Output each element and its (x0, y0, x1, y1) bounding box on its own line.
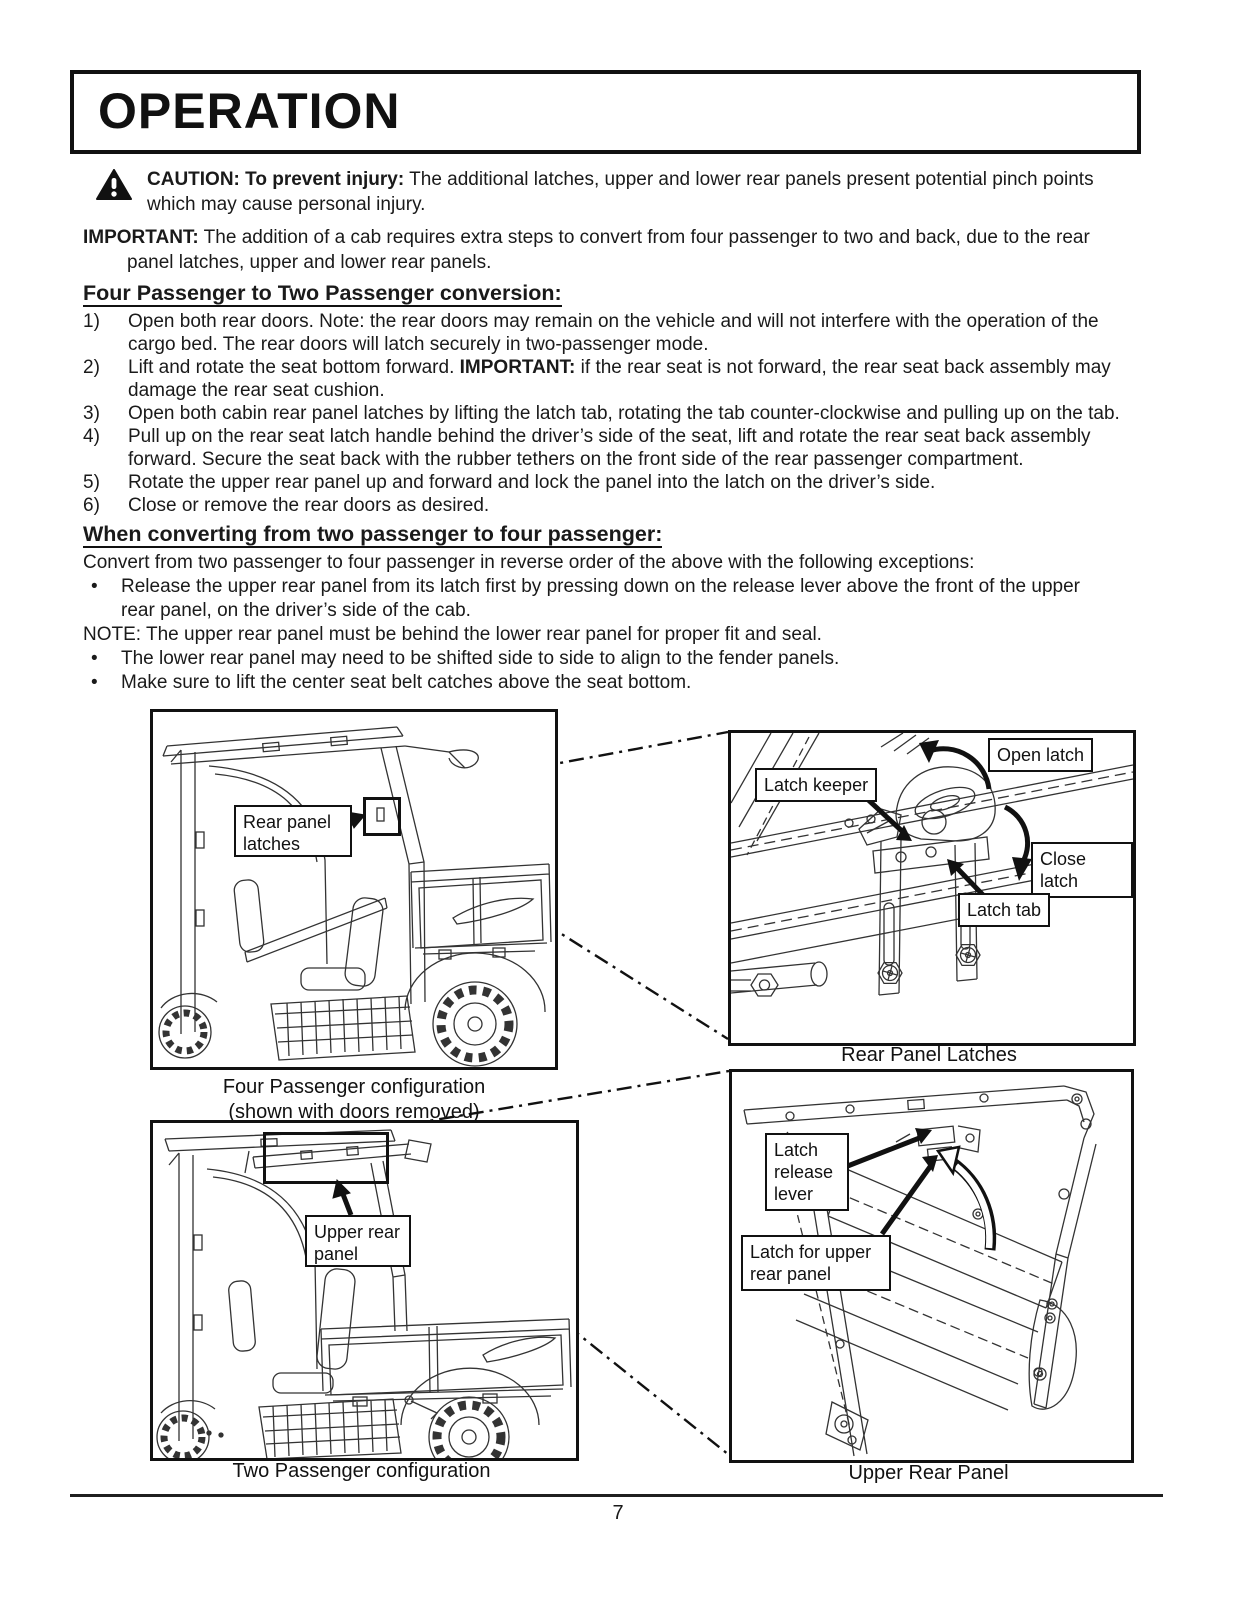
rear-panel-latch-drawing (731, 733, 1133, 997)
steps-list: 1) Open both rear doors. Note: the rear … (83, 310, 1236, 517)
warning-triangle-icon (95, 167, 133, 217)
step-text: Close or remove the rear doors as desire… (128, 495, 490, 516)
page-title: OPERATION (98, 83, 401, 139)
caution-bold: CAUTION: To prevent injury: (147, 169, 405, 190)
callout-upper-rear-panel: Upper rear panel (305, 1215, 411, 1267)
bullet-text: The lower rear panel may need to be shif… (121, 648, 840, 669)
step-number: 4) (83, 426, 100, 447)
note-text: NOTE: The upper rear panel must be behin… (83, 624, 822, 645)
title-box: OPERATION (70, 70, 1141, 154)
step-number: 6) (83, 495, 100, 516)
step-number: 1) (83, 311, 100, 332)
section-heading-four-to-two: Four Passenger to Two Passenger conversi… (83, 281, 562, 307)
footer-rule (70, 1494, 1163, 1497)
step-item-4: 4) Pull up on the rear seat latch handle… (83, 425, 1236, 471)
step-item-2: 2) Lift and rotate the seat bottom forwa… (83, 356, 1236, 402)
step-item-1: 1) Open both rear doors. Note: the rear … (83, 310, 1236, 356)
bullet-icon (83, 575, 121, 623)
callout-latch-keeper: Latch keeper (755, 768, 878, 802)
figure-rear-panel-latches: Latch keeper Open latch Close latch Latc… (728, 730, 1136, 1046)
callout-latch-for-upper-rear-panel: Latch for upper rear panel (741, 1235, 891, 1291)
bullet-text: Make sure to lift the center seat belt c… (121, 672, 692, 693)
figure-upper-rear-panel: Latch release lever Latch for upper rear… (729, 1069, 1134, 1463)
two-passenger-vehicle-drawing (156, 1129, 572, 1458)
bullet-item-2: The lower rear panel may need to be shif… (83, 647, 1236, 671)
step-text: Lift and rotate the seat bottom forward.… (128, 357, 1111, 401)
step-number: 5) (83, 472, 100, 493)
section-heading-two-to-four: When converting from two passenger to fo… (83, 522, 663, 548)
figure-caption-two-passenger: Two Passenger configuration (232, 1460, 491, 1482)
upper-rear-panel-marker (263, 1132, 389, 1184)
figure-caption-upper-rear-panel: Upper Rear Panel (848, 1462, 1009, 1484)
intro-text: Convert from two passenger to four passe… (83, 552, 975, 573)
bullet-text: Release the upper rear panel from its la… (121, 576, 1080, 621)
bullet-item-3: Make sure to lift the center seat belt c… (83, 671, 1236, 695)
latch-location-marker (363, 797, 401, 836)
callout-latch-release-lever: Latch release lever (765, 1133, 849, 1211)
bullet-icon (83, 647, 121, 671)
step-text: Open both cabin rear panel latches by li… (128, 403, 1120, 424)
step-number: 3) (83, 403, 100, 424)
step-text: Rotate the upper rear panel up and forwa… (128, 472, 936, 493)
caution-note: CAUTION: To prevent injury: The addition… (83, 167, 1236, 217)
bullet-icon (83, 671, 121, 695)
step-item-3: 3) Open both cabin rear panel latches by… (83, 402, 1236, 425)
figure-two-passenger: Upper rear panel (150, 1120, 579, 1461)
callout-rear-panel-latches: Rear panel latches (234, 805, 352, 857)
callout-latch-tab: Latch tab (958, 893, 1051, 927)
step-item-5: 5) Rotate the upper rear panel up and fo… (83, 471, 1236, 494)
important-note: IMPORTANT: The addition of a cab require… (83, 227, 1090, 273)
step-text: Open both rear doors. Note: the rear doo… (128, 311, 1099, 355)
figure-four-passenger: Rear panel latches (150, 709, 558, 1070)
page-number: 7 (612, 1502, 624, 1524)
callout-open-latch: Open latch (988, 738, 1094, 772)
step-item-6: 6) Close or remove the rear doors as des… (83, 494, 1236, 517)
bullet-item-1: Release the upper rear panel from its la… (83, 575, 1236, 623)
caution-text: CAUTION: To prevent injury: The addition… (147, 169, 1094, 215)
figure-caption-four-passenger: Four Passenger configuration (shown with… (222, 1076, 486, 1123)
callout-close-latch: Close latch (1031, 842, 1133, 898)
step-number: 2) (83, 357, 100, 378)
important-label: IMPORTANT: (83, 227, 199, 248)
figures-area: Rear panel latches Four Passenger config… (0, 699, 1236, 1494)
four-passenger-vehicle-drawing (158, 726, 552, 1067)
step-text: Pull up on the rear seat latch handle be… (128, 426, 1091, 470)
figure-caption-rear-panel-latches: Rear Panel Latches (841, 1044, 1017, 1066)
